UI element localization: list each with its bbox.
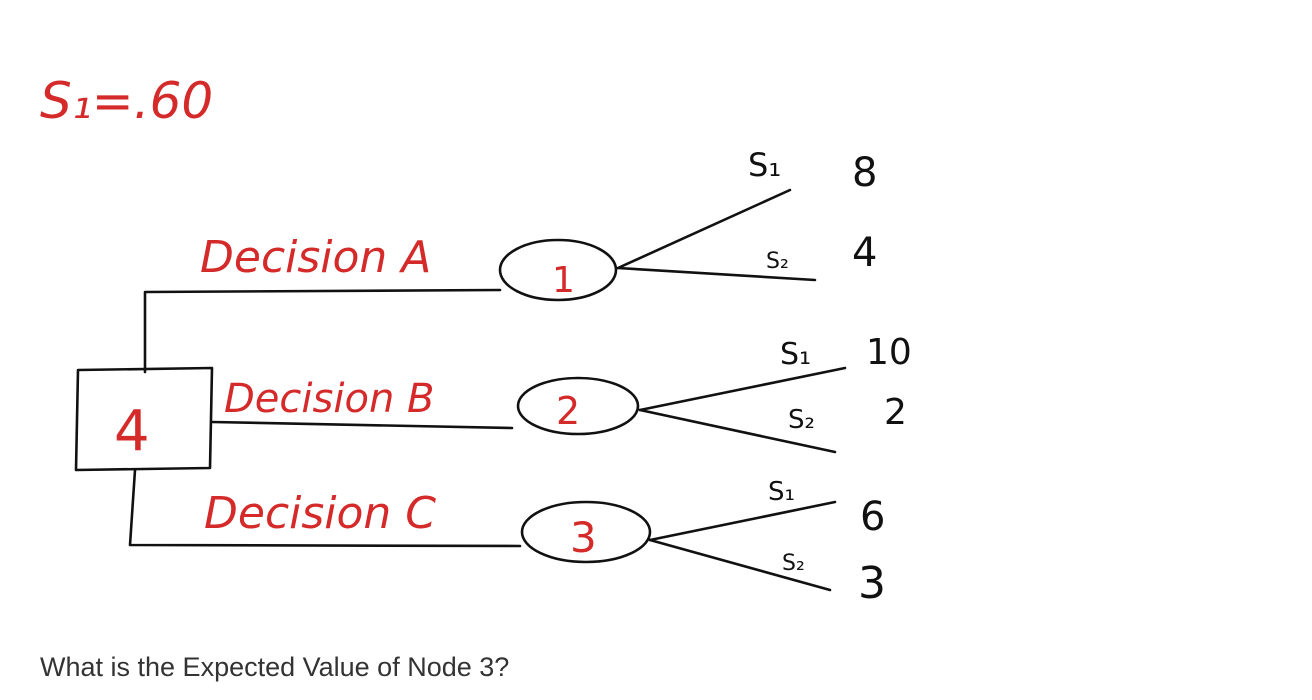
decision-tree-diagram: S₁=.60 4 Decision A Decision B Decision … [40,72,912,609]
chance-node-1-label: 1 [552,260,575,301]
decision-a-label: Decision A [200,232,431,283]
node-1-s1-payoff: 8 [852,150,877,196]
decision-b-label: Decision B [224,376,434,422]
prior-probability-label: S₁=.60 [40,72,213,130]
chance-node-3 [520,500,652,564]
decision-node-label: 4 [114,399,150,464]
node-1-s2-state-label: S₂ [766,249,789,274]
node-3-s2-branch [648,538,832,592]
node-3-s2-state-label: S₂ [782,551,805,576]
question-text: What is the Expected Value of Node 3? [40,652,510,682]
chance-node-2-label: 2 [556,389,580,433]
node-1-s2-payoff: 4 [852,230,877,276]
node-1-s2-branch [616,266,817,282]
node-2-s2-payoff: 2 [884,392,907,433]
chance-node-1 [498,238,618,302]
decision-a-connector [143,288,502,374]
decision-c-label: Decision C [204,488,436,539]
node-2-s2-branch [638,408,837,454]
node-3-s1-payoff: 6 [860,494,885,540]
node-1-s1-branch [616,188,792,270]
node-1-s1-state-label: S₁ [748,146,781,184]
decision-node-square [74,366,214,472]
node-2-s1-payoff: 10 [866,332,912,373]
node-2-s1-state-label: S₁ [780,337,811,372]
node-2-s2-state-label: S₂ [788,405,815,435]
chance-node-2 [516,376,640,436]
node-3-s2-payoff: 3 [858,558,886,609]
chance-node-3-label: 3 [570,513,597,562]
decision-b-connector [210,420,514,430]
node-2-s1-branch [638,366,847,412]
node-3-s1-state-label: S₁ [768,477,795,507]
decision-c-connector [128,468,522,548]
node-3-s1-branch [648,500,837,542]
